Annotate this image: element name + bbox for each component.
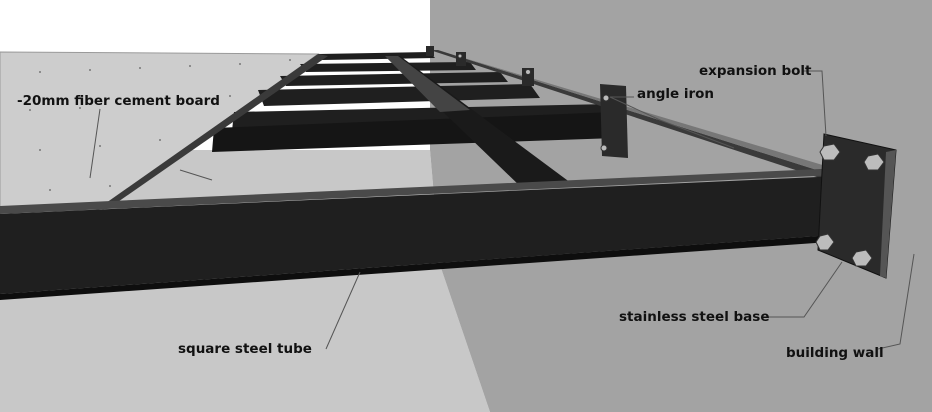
expansion-bolts bbox=[815, 143, 885, 267]
angle-iron-shade bbox=[438, 50, 846, 178]
front-beam-bottom-flange bbox=[0, 234, 858, 300]
leader-lines bbox=[89, 70, 915, 350]
fiber-cement-board-label: -20mm fiber cement board bbox=[17, 93, 220, 109]
angle-iron-label: angle iron bbox=[637, 86, 715, 102]
board-fastener-dots bbox=[29, 59, 291, 191]
cross-beams bbox=[212, 52, 616, 152]
board-edge-angle bbox=[96, 54, 328, 210]
center-tube-top bbox=[385, 56, 470, 112]
bracket-bolts bbox=[457, 53, 610, 152]
base-plate-edge bbox=[880, 150, 896, 278]
front-beam-web bbox=[0, 176, 846, 294]
expansion-bolt-label: expansion bolt bbox=[699, 63, 812, 79]
stainless-steel-base-label: stainless steel base bbox=[619, 309, 770, 325]
square-steel-tube-label: square steel tube bbox=[178, 341, 312, 357]
front-beam-top-flange bbox=[0, 168, 858, 214]
building-wall-label: building wall bbox=[786, 345, 884, 361]
